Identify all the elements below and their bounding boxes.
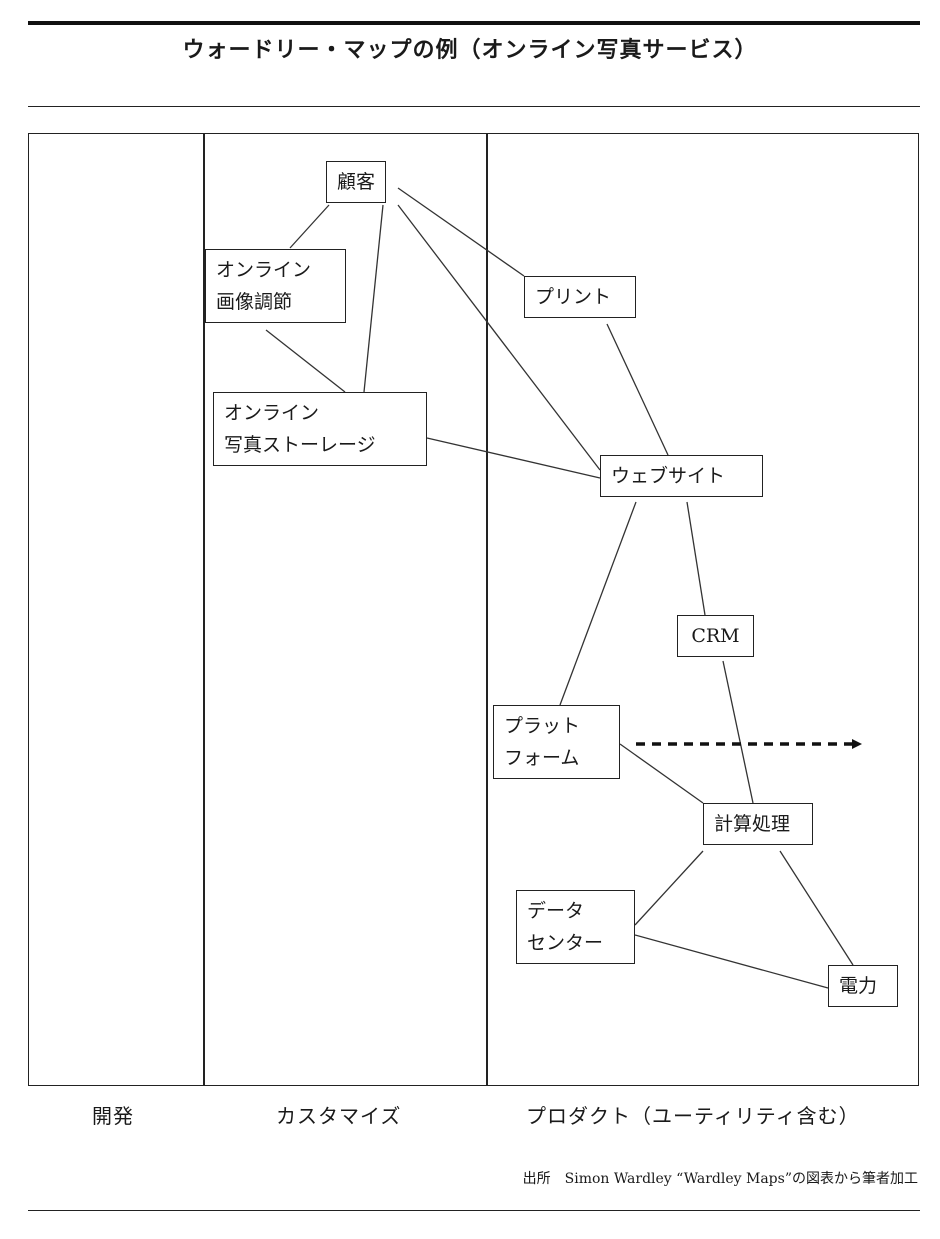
- node-website: ウェブサイト: [600, 455, 763, 497]
- edge-image-editing-storage: [265, 329, 346, 393]
- edge-compute-datacenter: [634, 850, 704, 926]
- edge-website-crm: [686, 501, 706, 616]
- edge-website-platform: [559, 501, 637, 706]
- node-print: プリント: [524, 276, 636, 318]
- edge-crm-compute: [722, 660, 754, 804]
- column-divider-1: [203, 133, 205, 1086]
- node-online-image-editing: オンライン 画像調節: [205, 249, 346, 323]
- edge-customer-storage: [363, 204, 384, 393]
- node-platform: プラット フォーム: [493, 705, 620, 779]
- node-online-photo-storage: オンライン 写真ストーレージ: [213, 392, 427, 466]
- edge-print-website: [606, 323, 669, 456]
- source-note: 出所 Simon Wardley “Wardley Maps”の図表から筆者加工: [522, 1171, 918, 1187]
- node-datacenter: データ センター: [516, 890, 635, 964]
- bottom-rule: [28, 1210, 920, 1211]
- top-rule: [28, 21, 920, 25]
- column-label-product: プロダクト（ユーティリティ含む）: [526, 1104, 860, 1128]
- figure-title: ウォードリー・マップの例（オンライン写真サービス）: [182, 38, 758, 63]
- edge-platform-compute: [619, 743, 704, 804]
- node-customer: 顧客: [326, 161, 387, 203]
- node-power: 電力: [828, 965, 898, 1007]
- title-rule: [28, 106, 920, 107]
- column-divider-2: [486, 133, 488, 1086]
- edge-datacenter-power: [634, 934, 829, 989]
- edge-compute-power: [779, 850, 854, 966]
- map-frame: [28, 133, 919, 1086]
- edge-customer-image-editing: [289, 204, 330, 249]
- edge-customer-website: [397, 204, 601, 471]
- node-crm: CRM: [677, 615, 754, 657]
- column-label-development: 開発: [92, 1104, 134, 1128]
- column-label-custom: カスタマイズ: [276, 1104, 402, 1128]
- node-compute: 計算処理: [703, 803, 813, 845]
- edge-customer-print: [397, 187, 525, 277]
- edge-storage-website: [426, 437, 601, 479]
